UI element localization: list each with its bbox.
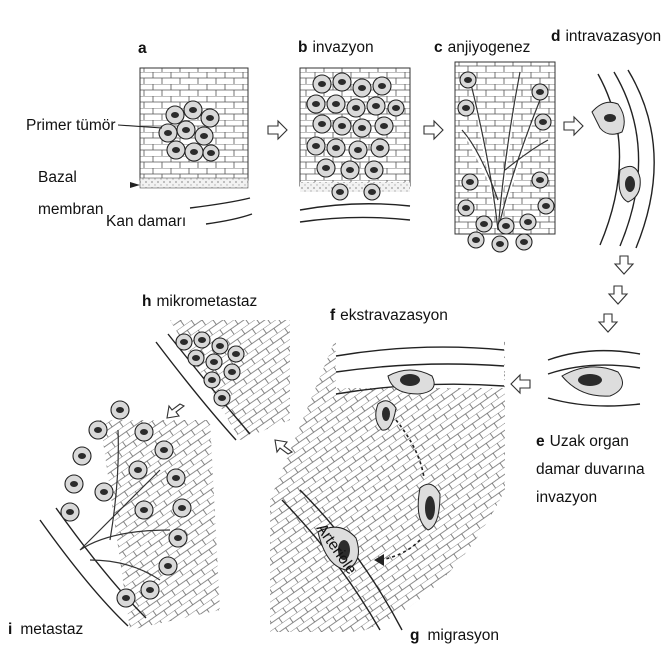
panel-a-illustration [118, 68, 252, 224]
panel-e-illustration [548, 351, 640, 406]
membrane-label: membran [38, 201, 103, 218]
arrow-c-to-d [564, 117, 583, 135]
primary-tumor-label: Primer tümör [26, 117, 116, 134]
arrow-h-to-i [167, 404, 184, 418]
panel-e-label-line3: invazyon [536, 489, 597, 506]
panel-a-letter: a [138, 40, 147, 57]
blood-vessel-label: Kan damarı [106, 213, 186, 230]
arrow-d-to-e-3 [599, 314, 617, 332]
panel-b-illustration [300, 68, 410, 222]
arrow-a-to-b [268, 121, 287, 139]
arrow-e-to-f [511, 375, 530, 393]
panel-fg-illustration [270, 338, 505, 632]
basal-label: Bazal [38, 169, 77, 186]
arrow-g-to-h [275, 440, 292, 454]
panel-d-illustration [592, 70, 654, 248]
arrow-d-to-e-2 [609, 286, 627, 304]
primary-tumor-cluster [159, 101, 219, 161]
panel-e-label-line2: damar duvarına [536, 461, 645, 478]
arrow-b-to-c [424, 121, 443, 139]
panel-i-illustration [40, 401, 220, 630]
panel-c-illustration [455, 62, 555, 252]
arrow-d-to-e-1 [615, 256, 633, 274]
